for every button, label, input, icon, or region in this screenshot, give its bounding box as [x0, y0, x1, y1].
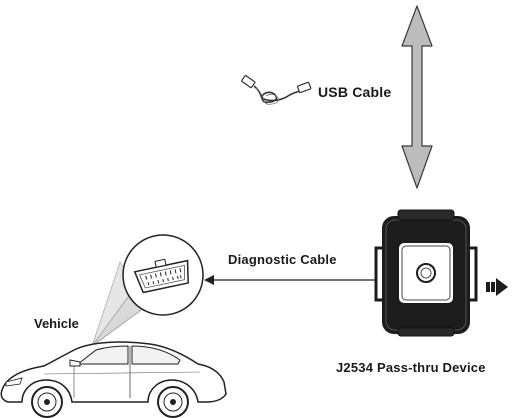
continue-arrow-icon: [486, 278, 508, 296]
diagnostic-cable-label: Diagnostic Cable: [228, 252, 337, 267]
vehicle-label: Vehicle: [34, 316, 79, 331]
obd-connector-icon: [122, 234, 204, 316]
usb-cable-icon: [241, 75, 312, 105]
pass-thru-device-icon: [374, 209, 478, 337]
car-icon: [0, 341, 227, 418]
device-label: J2534 Pass-thru Device: [336, 360, 486, 375]
usb-cable-label: USB Cable: [318, 84, 392, 100]
